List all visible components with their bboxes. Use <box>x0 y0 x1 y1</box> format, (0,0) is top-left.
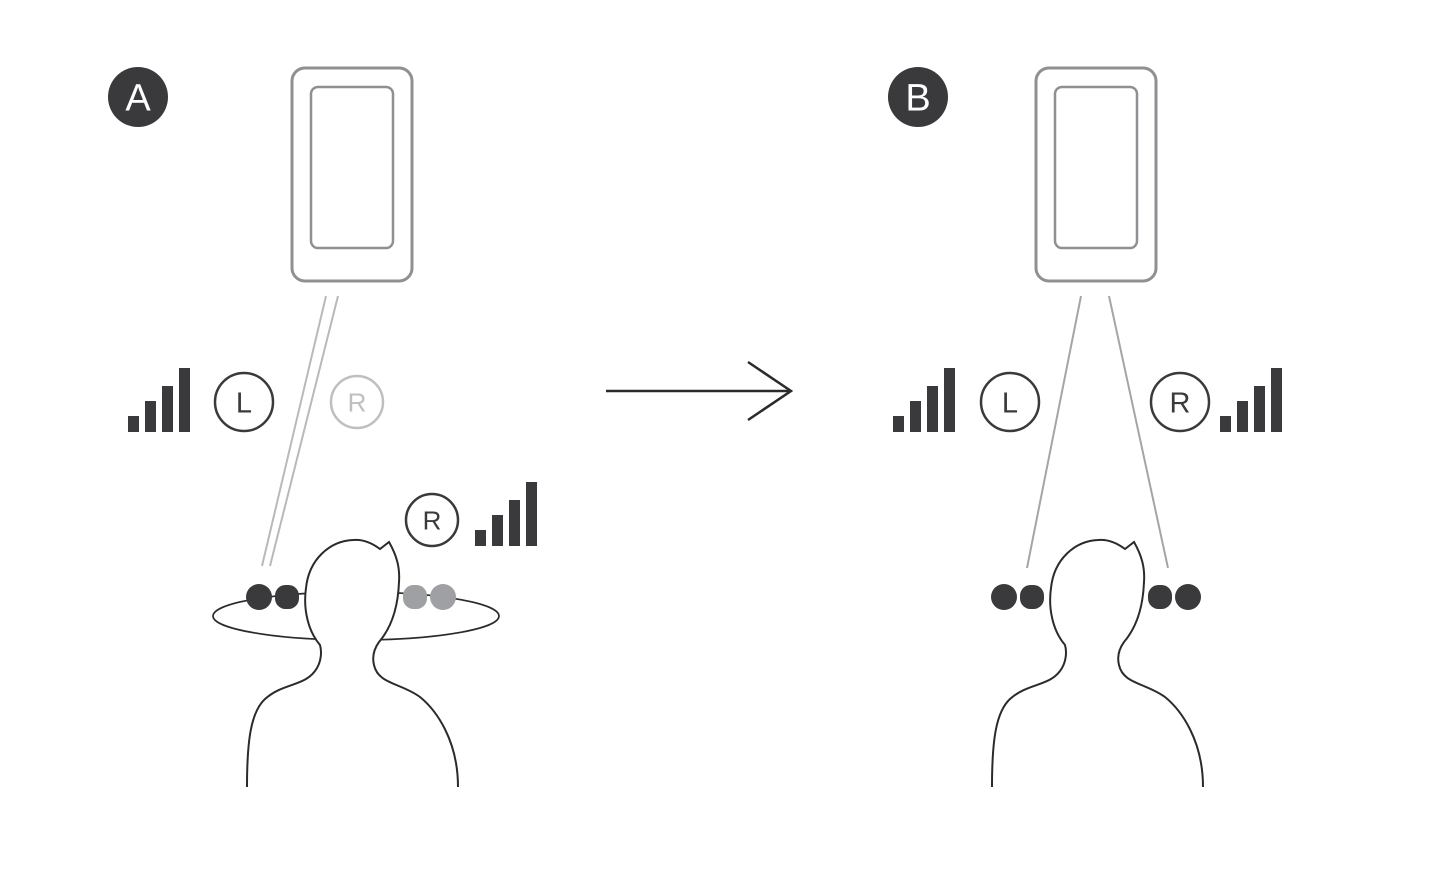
right-channel-badge-b: R <box>1149 371 1211 433</box>
right-earbud-icon-b <box>1148 584 1201 610</box>
right-channel-faded-circle-a <box>329 374 385 430</box>
right-channel-faded-label-a: R <box>348 387 367 417</box>
beam-line-icon <box>261 295 327 567</box>
badge-a-label: A <box>125 78 151 120</box>
transition-arrow-icon <box>606 360 794 422</box>
right-channel-circle-b <box>1149 371 1211 433</box>
right-channel-relay-circle-a <box>404 492 460 548</box>
badge-b-label: B <box>905 78 930 120</box>
left-channel-label-b: L <box>1002 387 1018 419</box>
smartphone-icon-b <box>1034 66 1158 283</box>
left-channel-circle-b <box>979 371 1041 433</box>
right-channel-label-b: R <box>1170 387 1191 419</box>
beam-phone-to-left-earbud-a <box>261 295 339 567</box>
beams-phone-to-earbuds-b <box>1026 295 1169 569</box>
left-channel-label-a: L <box>236 387 252 419</box>
badge-b-circle <box>888 67 948 127</box>
badge-a-circle <box>108 67 168 127</box>
badge-b: B <box>888 67 948 127</box>
beam-left-line-icon <box>1026 295 1082 569</box>
beam-line-icon <box>269 295 339 567</box>
right-earbud-icon-a <box>403 584 456 610</box>
signal-bars-left-icon-a <box>128 368 190 432</box>
left-channel-badge-a: L <box>213 371 275 433</box>
beam-right-line-icon <box>1108 295 1169 569</box>
signal-bars-left-icon-b <box>893 368 955 432</box>
right-channel-relay-label-a: R <box>423 505 442 535</box>
person-silhouette-b <box>991 538 1204 788</box>
panel-a: A L R R <box>108 66 537 788</box>
right-channel-faded-badge-a: R <box>329 374 385 430</box>
badge-a: A <box>108 67 168 127</box>
person-silhouette-a <box>246 538 459 788</box>
signal-bars-right-icon-b <box>1220 368 1282 432</box>
panel-b: B L R <box>888 66 1282 788</box>
left-channel-circle-a <box>213 371 275 433</box>
signal-bars-relay-right-icon-a <box>475 482 537 546</box>
smartphone-icon-a <box>290 66 414 283</box>
left-earbud-icon-b <box>991 584 1044 610</box>
arrow-head <box>747 360 794 422</box>
right-channel-relay-badge-a: R <box>404 492 460 548</box>
left-channel-badge-b: L <box>979 371 1041 433</box>
